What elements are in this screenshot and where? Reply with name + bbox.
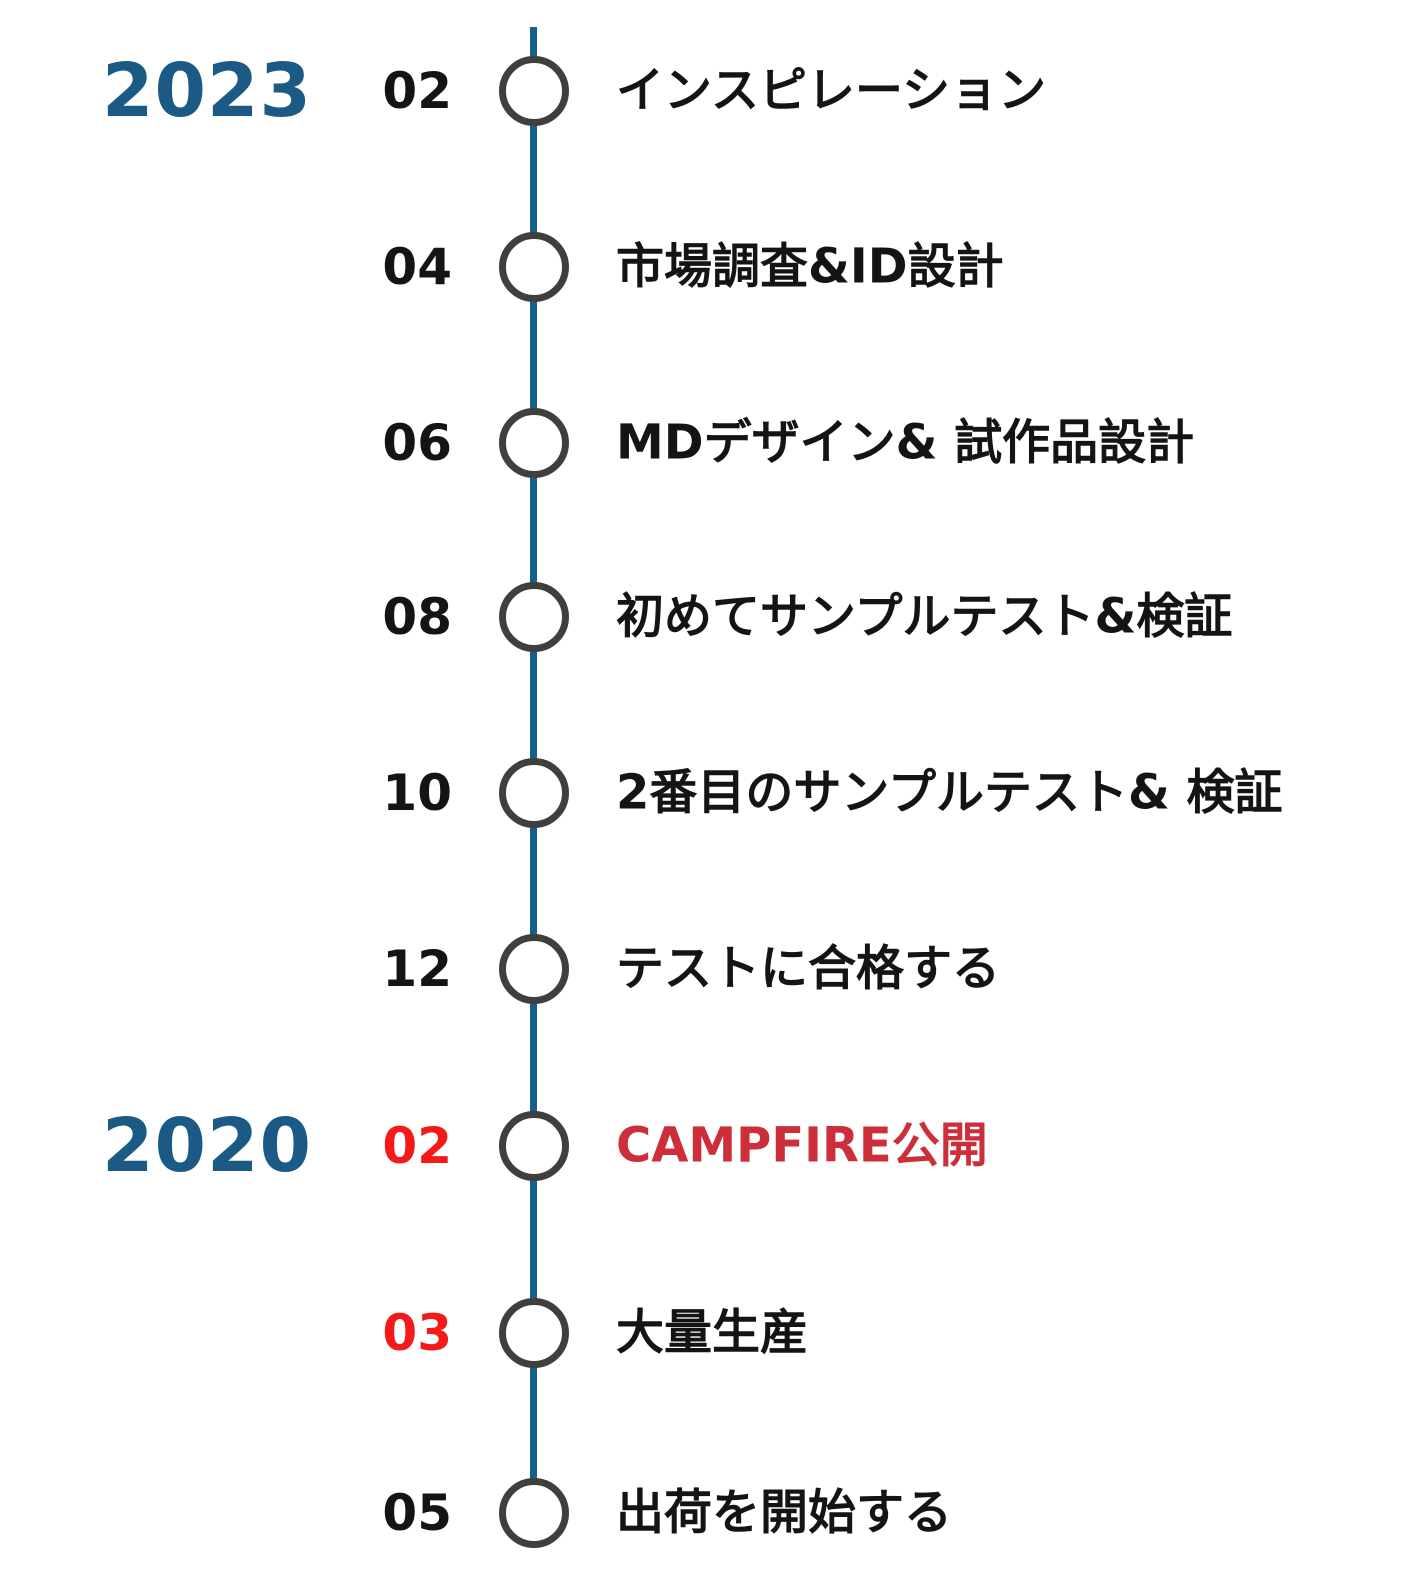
timeline-node-circle	[499, 1298, 569, 1368]
milestone-label: 初めてサンプルテスト&検証	[616, 588, 1233, 645]
milestone-label: テストに合格する	[616, 940, 1001, 997]
timeline-node-circle	[499, 758, 569, 828]
month-label: 02	[382, 1117, 452, 1175]
month-label: 03	[382, 1304, 452, 1362]
month-label: 04	[382, 238, 452, 296]
timeline-node-circle	[499, 1478, 569, 1548]
month-label: 05	[382, 1484, 452, 1542]
milestone-label: MDデザイン& 試作品設計	[616, 414, 1195, 471]
month-label: 08	[382, 588, 452, 646]
timeline-node-circle	[499, 1111, 569, 1181]
milestone-label: インスピレーション	[616, 62, 1047, 119]
milestone-label: 2番目のサンプルテスト& 検証	[616, 764, 1283, 821]
milestone-label: 大量生産	[616, 1304, 809, 1361]
milestone-label: 出荷を開始する	[616, 1484, 953, 1541]
month-label: 12	[382, 940, 452, 998]
milestone-label: 市場調査&ID設計	[616, 238, 1004, 295]
year-label-2020: 2020	[102, 1103, 312, 1189]
year-label-2023: 2023	[102, 48, 312, 134]
month-label: 10	[382, 764, 452, 822]
milestone-label: CAMPFIRE公開	[616, 1117, 988, 1174]
timeline-node-circle	[499, 582, 569, 652]
timeline-node-circle	[499, 56, 569, 126]
timeline-node-circle	[499, 408, 569, 478]
timeline-node-circle	[499, 232, 569, 302]
timeline-node-circle	[499, 934, 569, 1004]
month-label: 02	[382, 62, 452, 120]
month-label: 06	[382, 414, 452, 472]
